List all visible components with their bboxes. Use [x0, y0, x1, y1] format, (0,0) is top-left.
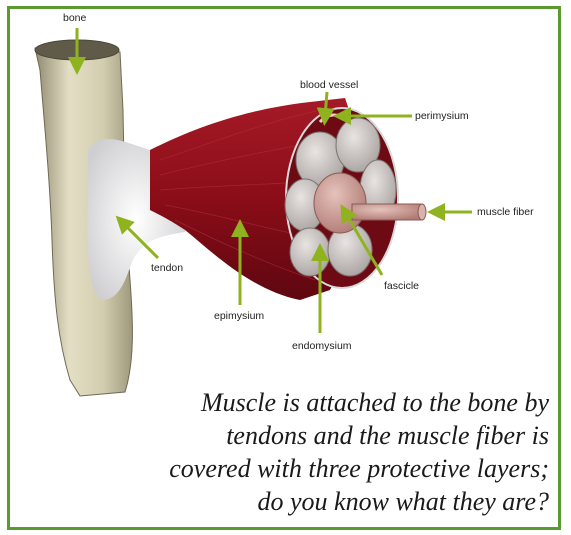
caption: Muscle is attached to the bone by tendon… [29, 386, 549, 518]
label-muscle-fiber: muscle fiber [477, 206, 534, 218]
caption-line-1: Muscle is attached to the bone by [29, 386, 549, 419]
label-blood-vessel: blood vessel [300, 79, 358, 91]
label-epimysium: epimysium [214, 310, 264, 322]
label-bone: bone [63, 12, 86, 24]
caption-line-2: tendons and the muscle fiber is [29, 419, 549, 452]
caption-line-3: covered with three protective layers; [29, 452, 549, 485]
muscle-fiber-rod [352, 204, 426, 220]
label-fascicle: fascicle [384, 280, 419, 292]
label-tendon: tendon [151, 262, 183, 274]
label-perimysium: perimysium [415, 110, 469, 122]
blood-vessel-arrow [325, 92, 327, 117]
caption-line-4: do you know what they are? [29, 485, 549, 518]
label-endomysium: endomysium [292, 340, 352, 352]
